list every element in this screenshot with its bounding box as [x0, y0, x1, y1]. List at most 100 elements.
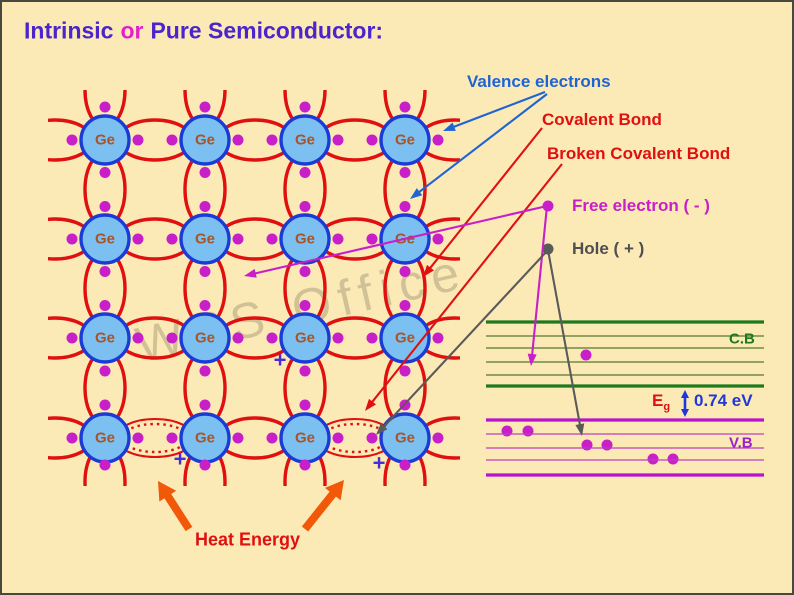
valence-electron-dot	[432, 134, 444, 146]
valence-electrons-label: Valence electrons	[467, 72, 611, 91]
vb-electron-dot	[647, 453, 659, 465]
valence-electron-dot	[199, 167, 211, 178]
valence-electron-dot	[99, 266, 111, 277]
cb-electron-dot	[580, 349, 592, 361]
energy-gap-arrow-head	[681, 409, 689, 417]
ge-atom-symbol: Ge	[295, 430, 315, 447]
hole-lattice-arrow-head	[376, 423, 388, 435]
valence-electron-dot	[299, 399, 311, 411]
valence-electrons-arrow-1	[451, 91, 546, 129]
valence-electron-dot	[299, 101, 311, 113]
valence-electron-dot	[266, 134, 278, 146]
valence-electron-dot	[166, 134, 178, 146]
ge-atom-symbol: Ge	[295, 330, 315, 347]
valence-electron-dot	[266, 432, 278, 444]
ge-atom	[79, 312, 131, 364]
heat-energy-arrow-head	[324, 480, 344, 501]
valence-electrons-arrow-2	[416, 93, 548, 195]
valence-electron-dot	[366, 432, 378, 444]
vb-electron-dot	[522, 425, 534, 437]
valence-electron-dot	[299, 300, 311, 311]
title-part-or: or	[120, 17, 144, 44]
valence-electron-dot	[99, 459, 111, 471]
valence-electron-dot	[99, 101, 111, 113]
valence-electron-dot	[366, 134, 378, 146]
ge-atom	[379, 114, 431, 166]
valence-electron-dot	[399, 101, 411, 113]
valence-electron-dot	[199, 459, 211, 471]
vb-electron-dot	[601, 439, 613, 451]
valence-electrons-arrow-2-head	[410, 188, 423, 199]
free-electron-lattice-arrow	[252, 204, 548, 275]
valence-electron-dot	[232, 233, 244, 245]
hole-plus-mark: +	[174, 447, 187, 472]
eg-symbol: E	[652, 390, 664, 410]
broken-covalent-bond-dotted-oval	[320, 422, 390, 454]
broken-covalent-bond-arrow	[369, 163, 563, 405]
ge-atom	[79, 213, 131, 265]
heat-energy-arrow	[162, 491, 193, 532]
valence-electron-dot	[232, 432, 244, 444]
lattice-atoms: GeGeGeGeGeGeGeGeGeGeGeGeGeGeGeGe	[79, 114, 431, 464]
ge-atom-symbol: Ge	[295, 231, 315, 248]
hole-band-arrow-head	[575, 423, 585, 436]
valence-electron-dot	[332, 432, 344, 444]
valence-electron-dot	[366, 332, 378, 344]
ge-atom	[279, 213, 331, 265]
valence-electron-dot	[299, 266, 311, 277]
free-electron-lattice-arrow-head	[244, 268, 257, 278]
valence-electron-dot	[99, 201, 111, 212]
valence-electron-dot	[299, 459, 311, 471]
covalent-bond-label: Covalent Bond	[542, 110, 662, 129]
valence-electron-dot	[399, 201, 411, 212]
valence-electron-dot	[132, 432, 144, 444]
vb-electron-dot	[581, 439, 593, 451]
valence-electron-dot	[132, 233, 144, 245]
ge-atom-symbol: Ge	[95, 132, 115, 149]
valence-electron-dot	[199, 399, 211, 411]
free-electron-label: Free electron ( - )	[572, 196, 710, 215]
title-part-intrinsic: Intrinsic	[24, 17, 114, 44]
energy-gap-value: 0.74 eV	[694, 391, 753, 410]
valence-electron-dot	[432, 432, 444, 444]
ge-atom-symbol: Ge	[95, 330, 115, 347]
heat-energy-arrow	[301, 489, 338, 532]
valence-electron-dot	[399, 167, 411, 178]
valence-electron-dot	[66, 432, 78, 444]
valence-electron-dot	[299, 365, 311, 377]
ge-atom	[279, 114, 331, 166]
broken-covalent-bond-label: Broken Covalent Bond	[547, 144, 731, 163]
heat-energy-label: Heat Energy	[195, 529, 301, 550]
valence-electron-dot	[232, 332, 244, 344]
covalent-bond-arrow	[427, 127, 543, 271]
covalent-bond-arrow-head	[423, 264, 435, 277]
valence-electron-dot	[399, 266, 411, 277]
valence-electron-dot	[199, 101, 211, 113]
valence-electron-dot	[166, 432, 178, 444]
ge-atom-symbol: Ge	[395, 330, 415, 347]
energy-gap-label: Eg	[652, 391, 670, 413]
hole-label: Hole ( + )	[572, 239, 645, 258]
valence-electron-dot	[99, 365, 111, 377]
valence-electron-dot	[132, 134, 144, 146]
ge-atom	[279, 312, 331, 364]
broken-covalent-bond-arrow-head	[365, 398, 377, 411]
free-electron-band-arrow	[530, 205, 549, 358]
ge-atom	[179, 312, 231, 364]
heat-energy-arrow-head	[158, 481, 177, 502]
ge-atom	[79, 114, 131, 166]
valence-electron-dot	[399, 459, 411, 471]
ge-atom-symbol: Ge	[95, 231, 115, 248]
valence-electron-dot	[132, 332, 144, 344]
valence-electron-dot	[99, 399, 111, 411]
valence-electron-dot	[366, 233, 378, 245]
valence-electron-dot	[66, 233, 78, 245]
hole-band-arrow	[546, 249, 582, 428]
ge-atom-symbol: Ge	[295, 132, 315, 149]
valence-electron-dot	[232, 134, 244, 146]
valence-electron-dot	[99, 167, 111, 178]
valence-electron-dot	[266, 332, 278, 344]
valence-electron-dot	[332, 332, 344, 344]
valence-electron-dot	[199, 201, 211, 212]
